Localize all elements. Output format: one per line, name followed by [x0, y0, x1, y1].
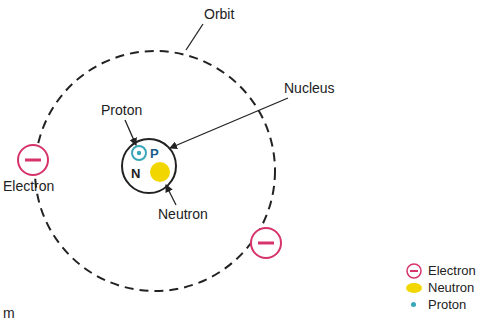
electron-symbol: [251, 228, 281, 258]
legend-swatch: [411, 302, 416, 307]
neutron-particle: [150, 162, 170, 182]
legend-text: Proton: [428, 297, 466, 313]
proton-particle: [132, 146, 146, 160]
part-label: Orbit: [204, 6, 234, 22]
leader-arrow: [170, 98, 288, 148]
part-label: Electron: [3, 178, 54, 194]
part-label: Proton: [101, 102, 142, 118]
orbit-path: [35, 51, 275, 291]
legend-electron-symbol: [407, 264, 421, 278]
leader-arrow: [125, 120, 136, 145]
particle-letter: N: [131, 167, 140, 181]
particle-letter: P: [150, 147, 159, 161]
legend-text: Neutron: [428, 280, 474, 296]
nucleus-circle: PN: [121, 138, 177, 194]
electron-symbol: [18, 145, 48, 175]
legend-swatch: [406, 283, 422, 293]
part-label: Nucleus: [284, 80, 335, 96]
leader-arrow: [166, 185, 176, 205]
part-label: Neutron: [158, 206, 208, 222]
legend-text: Electron: [428, 263, 476, 279]
part-label: m: [3, 305, 15, 321]
leader-line: [186, 24, 203, 50]
proton-dot: [137, 151, 141, 155]
